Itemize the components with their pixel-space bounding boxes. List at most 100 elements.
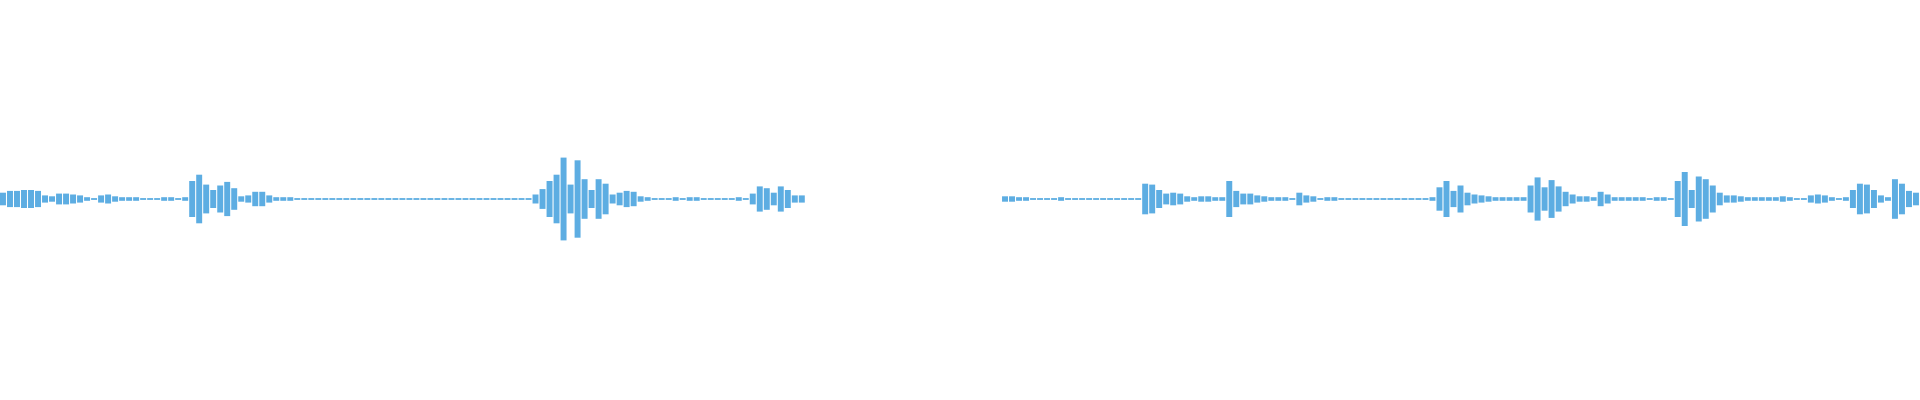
- waveform-sample: [1289, 198, 1296, 200]
- waveform-sample: [1863, 184, 1870, 214]
- waveform-sample: [1618, 197, 1625, 201]
- waveform-sample: [455, 198, 462, 200]
- waveform-sample: [756, 186, 763, 212]
- waveform-sample: [63, 193, 70, 205]
- waveform-sample: [1212, 197, 1219, 201]
- waveform-sample: [1464, 192, 1471, 206]
- waveform-sample: [1009, 196, 1016, 202]
- waveform-sample: [441, 198, 448, 200]
- waveform-sample: [609, 194, 616, 204]
- waveform-sample: [119, 197, 126, 201]
- waveform-sample: [1058, 197, 1065, 201]
- waveform-sample: [525, 198, 532, 200]
- waveform-sample: [462, 198, 469, 200]
- waveform-sample: [1156, 190, 1163, 208]
- waveform-sample: [378, 198, 385, 200]
- waveform-sample: [1639, 197, 1646, 201]
- waveform-sample: [1121, 198, 1128, 200]
- waveform-sample: [1275, 197, 1282, 201]
- waveform-sample: [469, 198, 476, 200]
- waveform-sample: [392, 198, 399, 200]
- waveform-sample: [1030, 198, 1037, 200]
- waveform-sample: [658, 198, 665, 200]
- waveform-sample: [1821, 195, 1828, 203]
- waveform-sample: [1590, 197, 1597, 201]
- waveform-sample: [651, 198, 658, 200]
- waveform-sample: [700, 198, 707, 200]
- waveform-sample: [1688, 190, 1695, 208]
- waveform-sample: [1352, 198, 1359, 200]
- waveform-sample: [546, 181, 553, 217]
- waveform-sample: [91, 198, 98, 200]
- waveform-sample: [385, 198, 392, 200]
- waveform-sample: [686, 197, 693, 201]
- waveform-sample: [147, 198, 154, 200]
- waveform-sample: [1583, 196, 1590, 202]
- waveform-sample: [798, 195, 805, 203]
- waveform-sample: [196, 174, 203, 224]
- waveform-sample: [1611, 197, 1618, 201]
- waveform-sample: [637, 196, 644, 202]
- waveform-sample: [1254, 195, 1261, 203]
- waveform-sample: [301, 198, 308, 200]
- waveform-sample: [343, 198, 350, 200]
- waveform-sample: [1303, 195, 1310, 203]
- waveform-sample: [1191, 197, 1198, 201]
- waveform-sample: [168, 197, 175, 201]
- waveform-sample: [665, 198, 672, 200]
- waveform-sample: [1268, 197, 1275, 201]
- waveform-sample: [763, 188, 770, 210]
- waveform-sample: [553, 174, 560, 224]
- waveform-sample: [273, 197, 280, 201]
- waveform-sample: [7, 190, 13, 208]
- waveform-sample: [238, 196, 245, 202]
- waveform-sample: [1261, 196, 1268, 202]
- waveform-sample: [1828, 197, 1835, 201]
- waveform-sample: [1198, 196, 1205, 202]
- waveform-sample: [1184, 196, 1191, 202]
- waveform-sample: [1744, 197, 1751, 201]
- waveform-sample: [742, 198, 749, 200]
- waveform-sample: [112, 196, 119, 202]
- waveform-sample: [1149, 184, 1156, 214]
- waveform-sample: [1219, 197, 1226, 201]
- waveform-sample: [1485, 196, 1492, 202]
- waveform-sample: [1800, 198, 1807, 200]
- waveform-sample: [1849, 190, 1856, 208]
- waveform-sample: [1128, 198, 1135, 200]
- waveform-sample: [1597, 191, 1604, 207]
- waveform-sample: [1296, 192, 1303, 206]
- waveform-sample: [1233, 190, 1240, 208]
- waveform-sample: [588, 190, 595, 208]
- waveform-sample: [1429, 197, 1436, 201]
- waveform-sample: [1702, 179, 1709, 219]
- waveform-sample: [308, 198, 315, 200]
- waveform-sample: [1359, 198, 1366, 200]
- waveform-sample: [1751, 197, 1758, 201]
- waveform-sample: [1051, 198, 1058, 200]
- waveform-sample: [1107, 198, 1114, 200]
- waveform-sample: [224, 181, 231, 217]
- waveform-sample: [1163, 193, 1170, 205]
- waveform-sample: [1422, 198, 1429, 200]
- waveform-sample: [1786, 197, 1793, 201]
- waveform-sample: [1562, 191, 1569, 207]
- waveform-sample: [1870, 190, 1877, 208]
- waveform-sample: [1737, 196, 1744, 202]
- waveform-sample: [1002, 196, 1008, 202]
- waveform-sample: [294, 198, 301, 200]
- waveform-sample: [1814, 194, 1821, 204]
- waveform-sample: [1793, 198, 1800, 200]
- waveform-sample: [490, 198, 497, 200]
- waveform-sample: [1520, 197, 1527, 201]
- waveform-sample: [98, 195, 105, 203]
- waveform-sample: [406, 198, 413, 200]
- waveform-sample: [1884, 197, 1891, 201]
- waveform-sample: [322, 198, 329, 200]
- waveform-sample: [1527, 185, 1534, 213]
- waveform-sample: [252, 191, 259, 207]
- waveform-sample: [266, 195, 273, 203]
- waveform-sample: [1695, 176, 1702, 222]
